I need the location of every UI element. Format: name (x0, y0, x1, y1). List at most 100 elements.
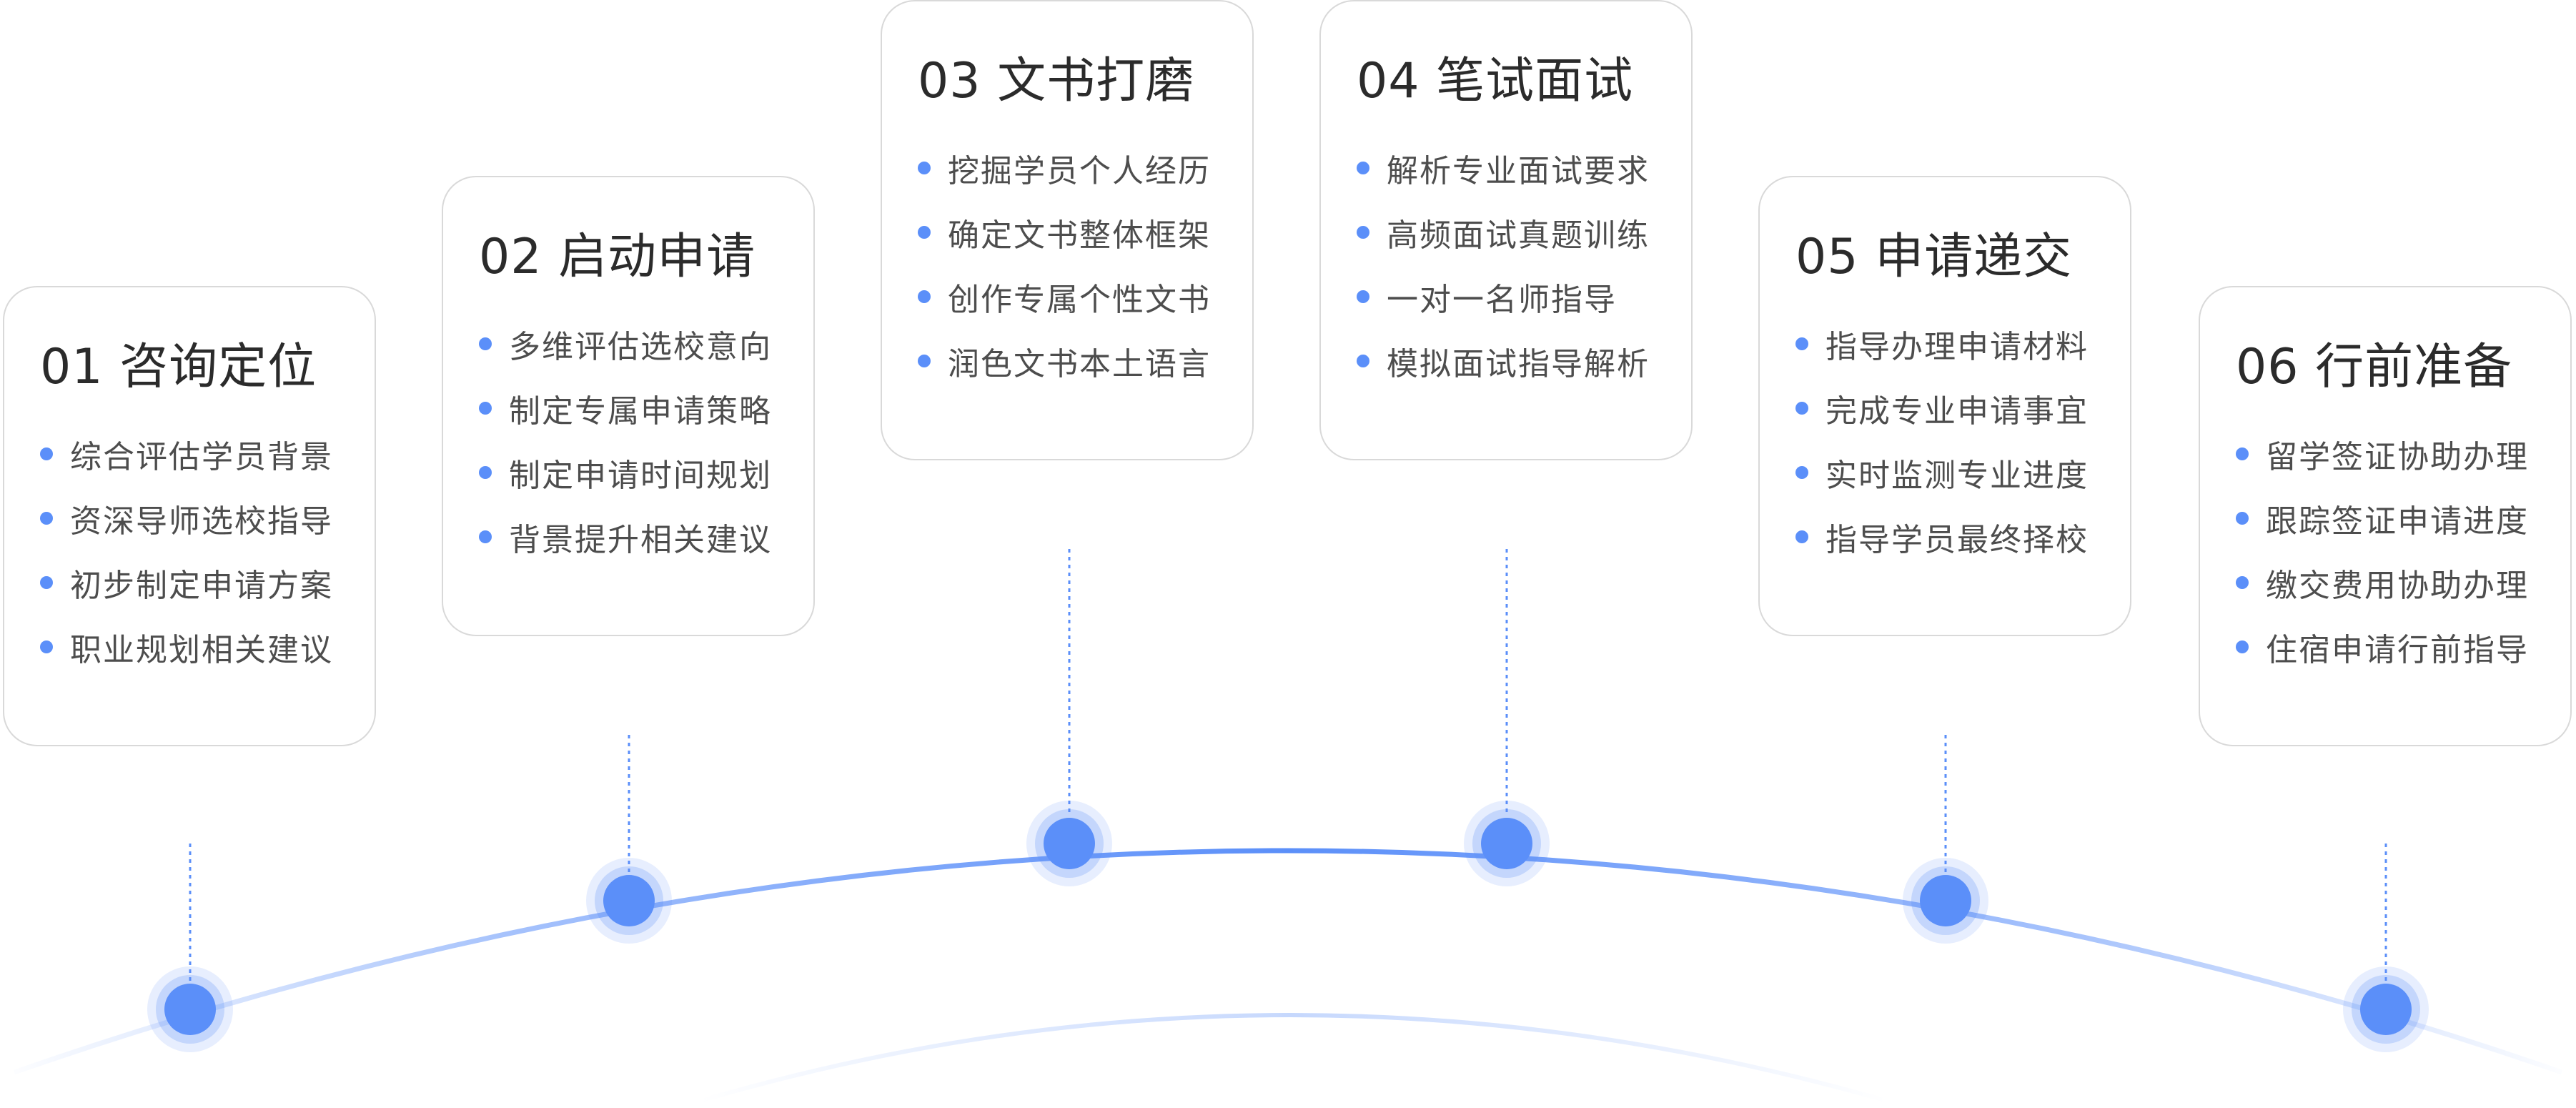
step-5-title: 05 申请递交 (1795, 229, 2073, 285)
list-item: 住宿申请行前指导 (2236, 615, 2570, 679)
list-item: 指导办理申请材料 (1795, 312, 2130, 376)
step-2-title: 02 启动申请 (479, 229, 756, 285)
list-item-text: 润色文书本土语言 (948, 346, 1211, 382)
list-item-text: 制定申请时间规划 (509, 457, 772, 494)
timeline-node-5 (1920, 875, 1971, 926)
list-item: 资深导师选校指导 (40, 486, 375, 550)
step-4-title: 04 笔试面试 (1357, 53, 1634, 109)
bullet-dot-icon (1357, 290, 1369, 303)
list-item: 完成专业申请事宜 (1795, 376, 2130, 440)
bullet-dot-icon (2236, 447, 2249, 460)
list-item: 多维评估选校意向 (479, 312, 813, 376)
step-card-5: 05 申请递交 指导办理申请材料 完成专业申请事宜 实时监测专业进度 指导学员最… (1758, 176, 2131, 636)
list-item: 解析专业面试要求 (1357, 136, 1691, 200)
list-item: 初步制定申请方案 (40, 550, 375, 615)
list-item: 高频面试真题训练 (1357, 200, 1691, 264)
bullet-dot-icon (40, 576, 53, 589)
list-item-text: 留学签证协助办理 (2266, 439, 2529, 475)
bullet-dot-icon (918, 162, 931, 174)
list-item-text: 一对一名师指导 (1387, 282, 1617, 318)
step-card-3: 03 文书打磨 挖掘学员个人经历 确定文书整体框架 创作专属个性文书 润色文书本… (881, 0, 1254, 460)
bullet-dot-icon (1357, 162, 1369, 174)
list-item-text: 综合评估学员背景 (70, 439, 333, 475)
list-item: 实时监测专业进度 (1795, 440, 2130, 505)
list-item: 一对一名师指导 (1357, 264, 1691, 329)
step-card-4: 04 笔试面试 解析专业面试要求 高频面试真题训练 一对一名师指导 模拟面试指导… (1319, 0, 1693, 460)
timeline-node-3 (1044, 818, 1095, 869)
list-item: 背景提升相关建议 (479, 505, 813, 569)
list-item-text: 初步制定申请方案 (70, 568, 333, 604)
step-3-title: 03 文书打磨 (918, 53, 1195, 109)
list-item-text: 多维评估选校意向 (509, 329, 772, 365)
bullet-dot-icon (40, 447, 53, 460)
step-2-list: 多维评估选校意向 制定专属申请策略 制定申请时间规划 背景提升相关建议 (479, 312, 813, 569)
list-item: 挖掘学员个人经历 (918, 136, 1252, 200)
list-item: 创作专属个性文书 (918, 264, 1252, 329)
bullet-dot-icon (1795, 402, 1808, 415)
bullet-dot-icon (2236, 576, 2249, 589)
list-item-text: 制定专属申请策略 (509, 393, 772, 430)
bullet-dot-icon (479, 466, 492, 479)
bullet-dot-icon (479, 402, 492, 415)
list-item-text: 住宿申请行前指导 (2266, 632, 2529, 668)
list-item: 缴交费用协助办理 (2236, 550, 2570, 615)
bullet-dot-icon (479, 337, 492, 350)
step-card-2: 02 启动申请 多维评估选校意向 制定专属申请策略 制定申请时间规划 背景提升相… (442, 176, 815, 636)
step-3-list: 挖掘学员个人经历 确定文书整体框架 创作专属个性文书 润色文书本土语言 (918, 136, 1252, 393)
step-1-title: 01 咨询定位 (40, 339, 317, 395)
timeline-nodes (147, 549, 2429, 1052)
step-card-1: 01 咨询定位 综合评估学员背景 资深导师选校指导 初步制定申请方案 职业规划相… (3, 286, 376, 746)
list-item-text: 高频面试真题训练 (1387, 217, 1650, 254)
bullet-dot-icon (40, 640, 53, 653)
list-item-text: 完成专业申请事宜 (1826, 393, 2089, 430)
bullet-dot-icon (479, 530, 492, 543)
list-item-text: 模拟面试指导解析 (1387, 346, 1650, 382)
list-item-text: 指导学员最终择校 (1826, 522, 2089, 558)
list-item: 制定申请时间规划 (479, 440, 813, 505)
bullet-dot-icon (2236, 512, 2249, 525)
list-item-text: 创作专属个性文书 (948, 282, 1211, 318)
step-1-list: 综合评估学员背景 资深导师选校指导 初步制定申请方案 职业规划相关建议 (40, 422, 375, 679)
list-item: 职业规划相关建议 (40, 615, 375, 679)
list-item-text: 挖掘学员个人经历 (948, 153, 1211, 189)
list-item: 确定文书整体框架 (918, 200, 1252, 264)
list-item-text: 缴交费用协助办理 (2266, 568, 2529, 604)
bullet-dot-icon (918, 290, 931, 303)
step-6-list: 留学签证协助办理 跟踪签证申请进度 缴交费用协助办理 住宿申请行前指导 (2236, 422, 2570, 679)
step-6-title: 06 行前准备 (2236, 339, 2513, 395)
timeline-node-1 (164, 984, 216, 1035)
step-4-list: 解析专业面试要求 高频面试真题训练 一对一名师指导 模拟面试指导解析 (1357, 136, 1691, 393)
timeline-secondary-arc (700, 1013, 1888, 1103)
list-item: 模拟面试指导解析 (1357, 329, 1691, 393)
list-item-text: 确定文书整体框架 (948, 217, 1211, 254)
list-item-text: 跟踪签证申请进度 (2266, 503, 2529, 540)
timeline-node-6 (2360, 984, 2412, 1035)
list-item: 综合评估学员背景 (40, 422, 375, 486)
bullet-dot-icon (1795, 337, 1808, 350)
bullet-dot-icon (40, 512, 53, 525)
bullet-dot-icon (1795, 466, 1808, 479)
list-item: 制定专属申请策略 (479, 376, 813, 440)
step-card-6: 06 行前准备 留学签证协助办理 跟踪签证申请进度 缴交费用协助办理 住宿申请行… (2199, 286, 2572, 746)
step-5-list: 指导办理申请材料 完成专业申请事宜 实时监测专业进度 指导学员最终择校 (1795, 312, 2130, 569)
list-item-text: 实时监测专业进度 (1826, 457, 2089, 494)
list-item: 留学签证协助办理 (2236, 422, 2570, 486)
bullet-dot-icon (918, 355, 931, 367)
list-item-text: 解析专业面试要求 (1387, 153, 1650, 189)
list-item-text: 指导办理申请材料 (1826, 329, 2089, 365)
list-item-text: 背景提升相关建议 (509, 522, 772, 558)
list-item: 指导学员最终择校 (1795, 505, 2130, 569)
bullet-dot-icon (1357, 355, 1369, 367)
list-item-text: 职业规划相关建议 (70, 632, 333, 668)
list-item: 润色文书本土语言 (918, 329, 1252, 393)
timeline-node-4 (1481, 818, 1532, 869)
list-item: 跟踪签证申请进度 (2236, 486, 2570, 550)
bullet-dot-icon (918, 226, 931, 239)
bullet-dot-icon (1357, 226, 1369, 239)
bullet-dot-icon (1795, 530, 1808, 543)
timeline-node-2 (603, 875, 655, 926)
list-item-text: 资深导师选校指导 (70, 503, 333, 540)
timeline-main-arc (13, 848, 2563, 1075)
bullet-dot-icon (2236, 640, 2249, 653)
